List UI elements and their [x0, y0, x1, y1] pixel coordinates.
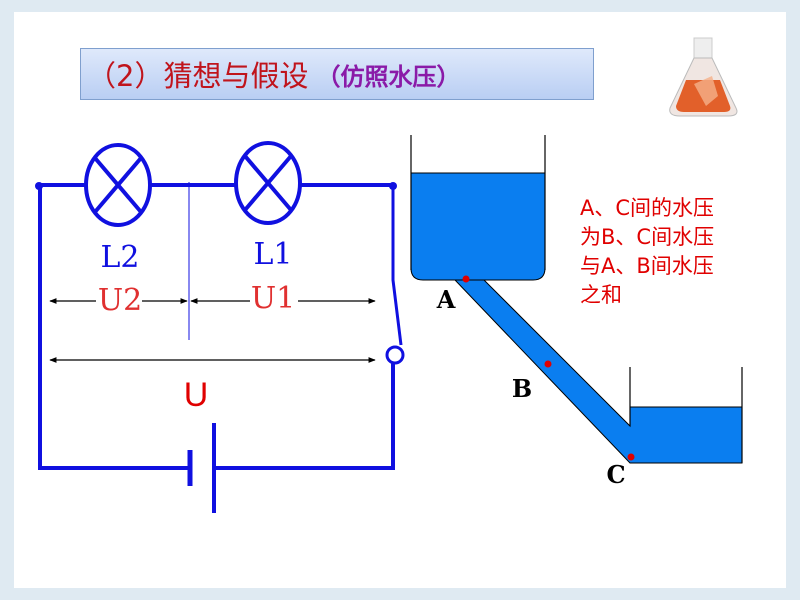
junction-dot: [389, 182, 397, 190]
point-a-label: A: [436, 285, 456, 314]
point-a-dot: [462, 275, 470, 283]
slide: [14, 12, 786, 588]
explanation-text: A、C间的水压 为B、C间水压 与A、B间水压 之和: [580, 196, 714, 307]
lamp-l1-icon: [234, 141, 302, 225]
u1-label: U1: [251, 281, 295, 316]
explanation-line: 与A、B间水压: [580, 254, 714, 278]
pipe: [453, 279, 743, 464]
lamp-l2-icon: [84, 143, 152, 227]
water-model: [410, 135, 743, 464]
explanation-line: 之和: [580, 283, 622, 307]
flask-icon: [669, 37, 738, 117]
switch-contact: [385, 345, 405, 365]
explanation-line: A、C间的水压: [580, 196, 714, 220]
point-b-label: B: [512, 374, 532, 403]
circuit-wire: [38, 185, 395, 470]
lamp-l2-label: L2: [100, 240, 139, 275]
explanation-line: 为B、C间水压: [580, 225, 714, 249]
circuit: [35, 141, 405, 513]
point-c-dot: [627, 453, 635, 461]
u-total-label: U: [184, 376, 209, 414]
point-b-dot: [544, 360, 552, 368]
point-c-label: C: [606, 460, 625, 489]
junction-dot: [35, 182, 43, 190]
switch-arm: [391, 185, 403, 346]
title-box: （2）猜想与假设 （仿照水压）: [80, 48, 594, 100]
upper-tank-water: [410, 172, 546, 281]
upper-tank-walls: [410, 135, 546, 270]
lamp-l1-label: L1: [253, 237, 292, 272]
voltage-arrows: [49, 298, 376, 363]
lower-tank-walls: [629, 367, 743, 463]
title-sub: （仿照水压）: [316, 61, 461, 91]
title-main: （2）猜想与假设: [87, 59, 309, 93]
u2-label: U2: [98, 283, 142, 318]
